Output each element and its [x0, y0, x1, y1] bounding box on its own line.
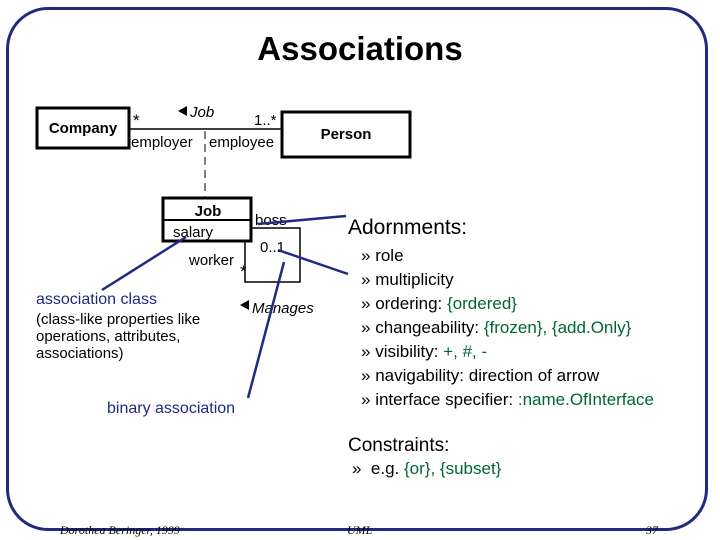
role-worker: worker	[188, 252, 234, 269]
binary-association-label: binary association	[107, 400, 236, 417]
manages-name: Manages	[252, 300, 314, 317]
slide-title: Associations	[257, 30, 463, 67]
association-class-description: (class-like properties like operations, …	[36, 311, 201, 362]
job-class-attribute: salary	[173, 224, 214, 241]
pointer-multiplicity-adornment	[277, 248, 349, 276]
job-class-name: Job	[195, 203, 222, 220]
constraints-example: » e.g. {or}, {subset}	[352, 459, 502, 478]
association-class-label: association class	[36, 291, 157, 308]
adornment-changeability: » changeability: {frozen}, {add.Only}	[361, 318, 632, 337]
role-employer: employer	[131, 134, 193, 151]
role-employee: employee	[209, 134, 274, 151]
adornment-visibility: » visibility: +, #, -	[361, 342, 488, 361]
person-multiplicity: 1..*	[254, 112, 277, 129]
adornment-ordering: » ordering: {ordered}	[361, 294, 517, 313]
job-association-class: Job salary	[161, 196, 253, 243]
slide-frame	[6, 7, 708, 531]
assoc-direction-arrow	[178, 106, 187, 116]
adornments-list: » role » multiplicity » ordering: {order…	[361, 244, 654, 412]
adornment-navigability: » navigability: direction of arrow	[361, 366, 600, 385]
adornments-heading: Adornments:	[348, 216, 468, 239]
person-class: Person	[280, 110, 412, 159]
company-class-name: Company	[49, 120, 118, 137]
person-class-name: Person	[321, 126, 372, 143]
boss-multiplicity: 0..1	[260, 239, 285, 256]
company-class: Company	[35, 106, 131, 150]
footer-author: Dorothea Beringer, 1999	[60, 523, 180, 537]
footer-topic: UML	[347, 523, 373, 537]
pointer-binary-association	[246, 261, 286, 399]
pointer-association-class	[101, 235, 187, 292]
constraints-heading: Constraints:	[348, 435, 450, 456]
adornment-multiplicity: » multiplicity	[361, 270, 454, 289]
pointer-role-adornment	[257, 214, 347, 226]
manages-association-line	[244, 227, 301, 283]
company-multiplicity: *	[133, 111, 140, 130]
adornment-interface-specifier: » interface specifier: :name.OfInterface	[361, 390, 654, 409]
footer-page-number: 37	[646, 523, 658, 537]
worker-multiplicity: *	[240, 262, 247, 281]
assoc-name: Job	[189, 104, 214, 121]
adornment-role: » role	[361, 246, 404, 265]
manages-direction-arrow	[240, 300, 249, 310]
role-boss: boss	[255, 212, 287, 229]
